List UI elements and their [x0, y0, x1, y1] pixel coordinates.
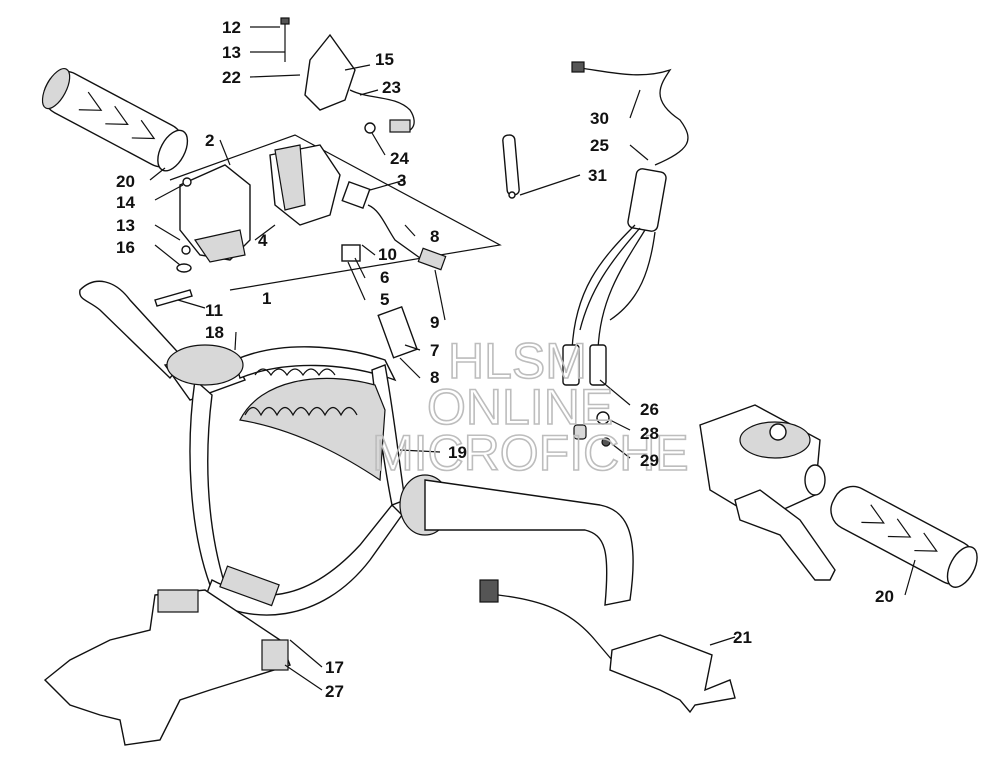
brake-lever	[734, 489, 836, 581]
callout-20-right: 20	[875, 587, 894, 606]
right-grip	[830, 485, 978, 588]
callout-28: 28	[640, 424, 659, 443]
leader-lines	[149, 26, 916, 691]
callout-26: 26	[640, 400, 659, 419]
heater-connector	[479, 579, 499, 603]
switch-6	[341, 244, 361, 262]
watermark-line1: HLSM	[448, 333, 587, 389]
callout-8-bottom: 8	[430, 368, 439, 387]
harness-sleeve-25	[627, 168, 667, 232]
bracket-7	[377, 305, 418, 359]
callout-13-left: 13	[116, 216, 135, 235]
connector-23	[389, 119, 411, 133]
callout-3: 3	[397, 171, 406, 190]
screw-11	[154, 289, 193, 307]
callout-19: 19	[448, 443, 467, 462]
callout-11: 11	[205, 301, 223, 320]
connector-26a	[562, 344, 580, 386]
left-grip	[41, 68, 189, 172]
clip-28	[596, 411, 610, 425]
callout-7: 7	[430, 341, 439, 360]
tool-31	[502, 134, 520, 196]
callout-1: 1	[262, 289, 271, 308]
callout-20-left: 20	[116, 172, 135, 191]
pad-label-left	[157, 589, 199, 613]
callout-23: 23	[382, 78, 401, 97]
connector-9	[417, 247, 447, 271]
callout-25: 25	[590, 136, 609, 155]
callout-5: 5	[380, 290, 389, 309]
callout-labels: 12 13 22 15 23 24 2 3 20 14 13 16 4 10 8…	[116, 18, 894, 701]
callout-24: 24	[390, 149, 409, 168]
crossbar-pad	[239, 377, 386, 482]
watermark-line2: ONLINE	[427, 379, 613, 435]
watermark-line3: MICROFICHE	[372, 425, 689, 481]
callout-12: 12	[222, 18, 241, 37]
assembly-outline	[169, 134, 502, 291]
callout-16: 16	[116, 238, 135, 257]
cable-30	[579, 67, 689, 166]
nut-24	[364, 122, 376, 134]
callout-8-top: 8	[430, 227, 439, 246]
callout-17: 17	[325, 658, 344, 677]
callout-27: 27	[325, 682, 344, 701]
callout-18: 18	[205, 323, 224, 342]
callout-30: 30	[590, 109, 609, 128]
heater-element-21	[609, 634, 736, 714]
callout-9: 9	[430, 313, 439, 332]
callout-22: 22	[222, 68, 241, 87]
callout-29: 29	[640, 451, 659, 470]
washer-29	[601, 437, 611, 447]
callout-10: 10	[378, 245, 397, 264]
callout-13-top: 13	[222, 43, 241, 62]
callout-21: 21	[733, 628, 752, 647]
callout-6: 6	[380, 268, 389, 287]
switch-3	[341, 180, 371, 210]
pad-label-right	[261, 639, 289, 671]
connector-26b	[589, 344, 607, 386]
watermark: HLSM ONLINE MICROFICHE	[371, 332, 689, 482]
callout-4: 4	[258, 231, 268, 250]
bar-clamp-left	[166, 344, 244, 386]
callout-14: 14	[116, 193, 135, 212]
callout-2: 2	[205, 131, 214, 150]
callout-15: 15	[375, 50, 394, 69]
throttle-lever-15	[304, 33, 356, 111]
callout-31: 31	[588, 166, 607, 185]
